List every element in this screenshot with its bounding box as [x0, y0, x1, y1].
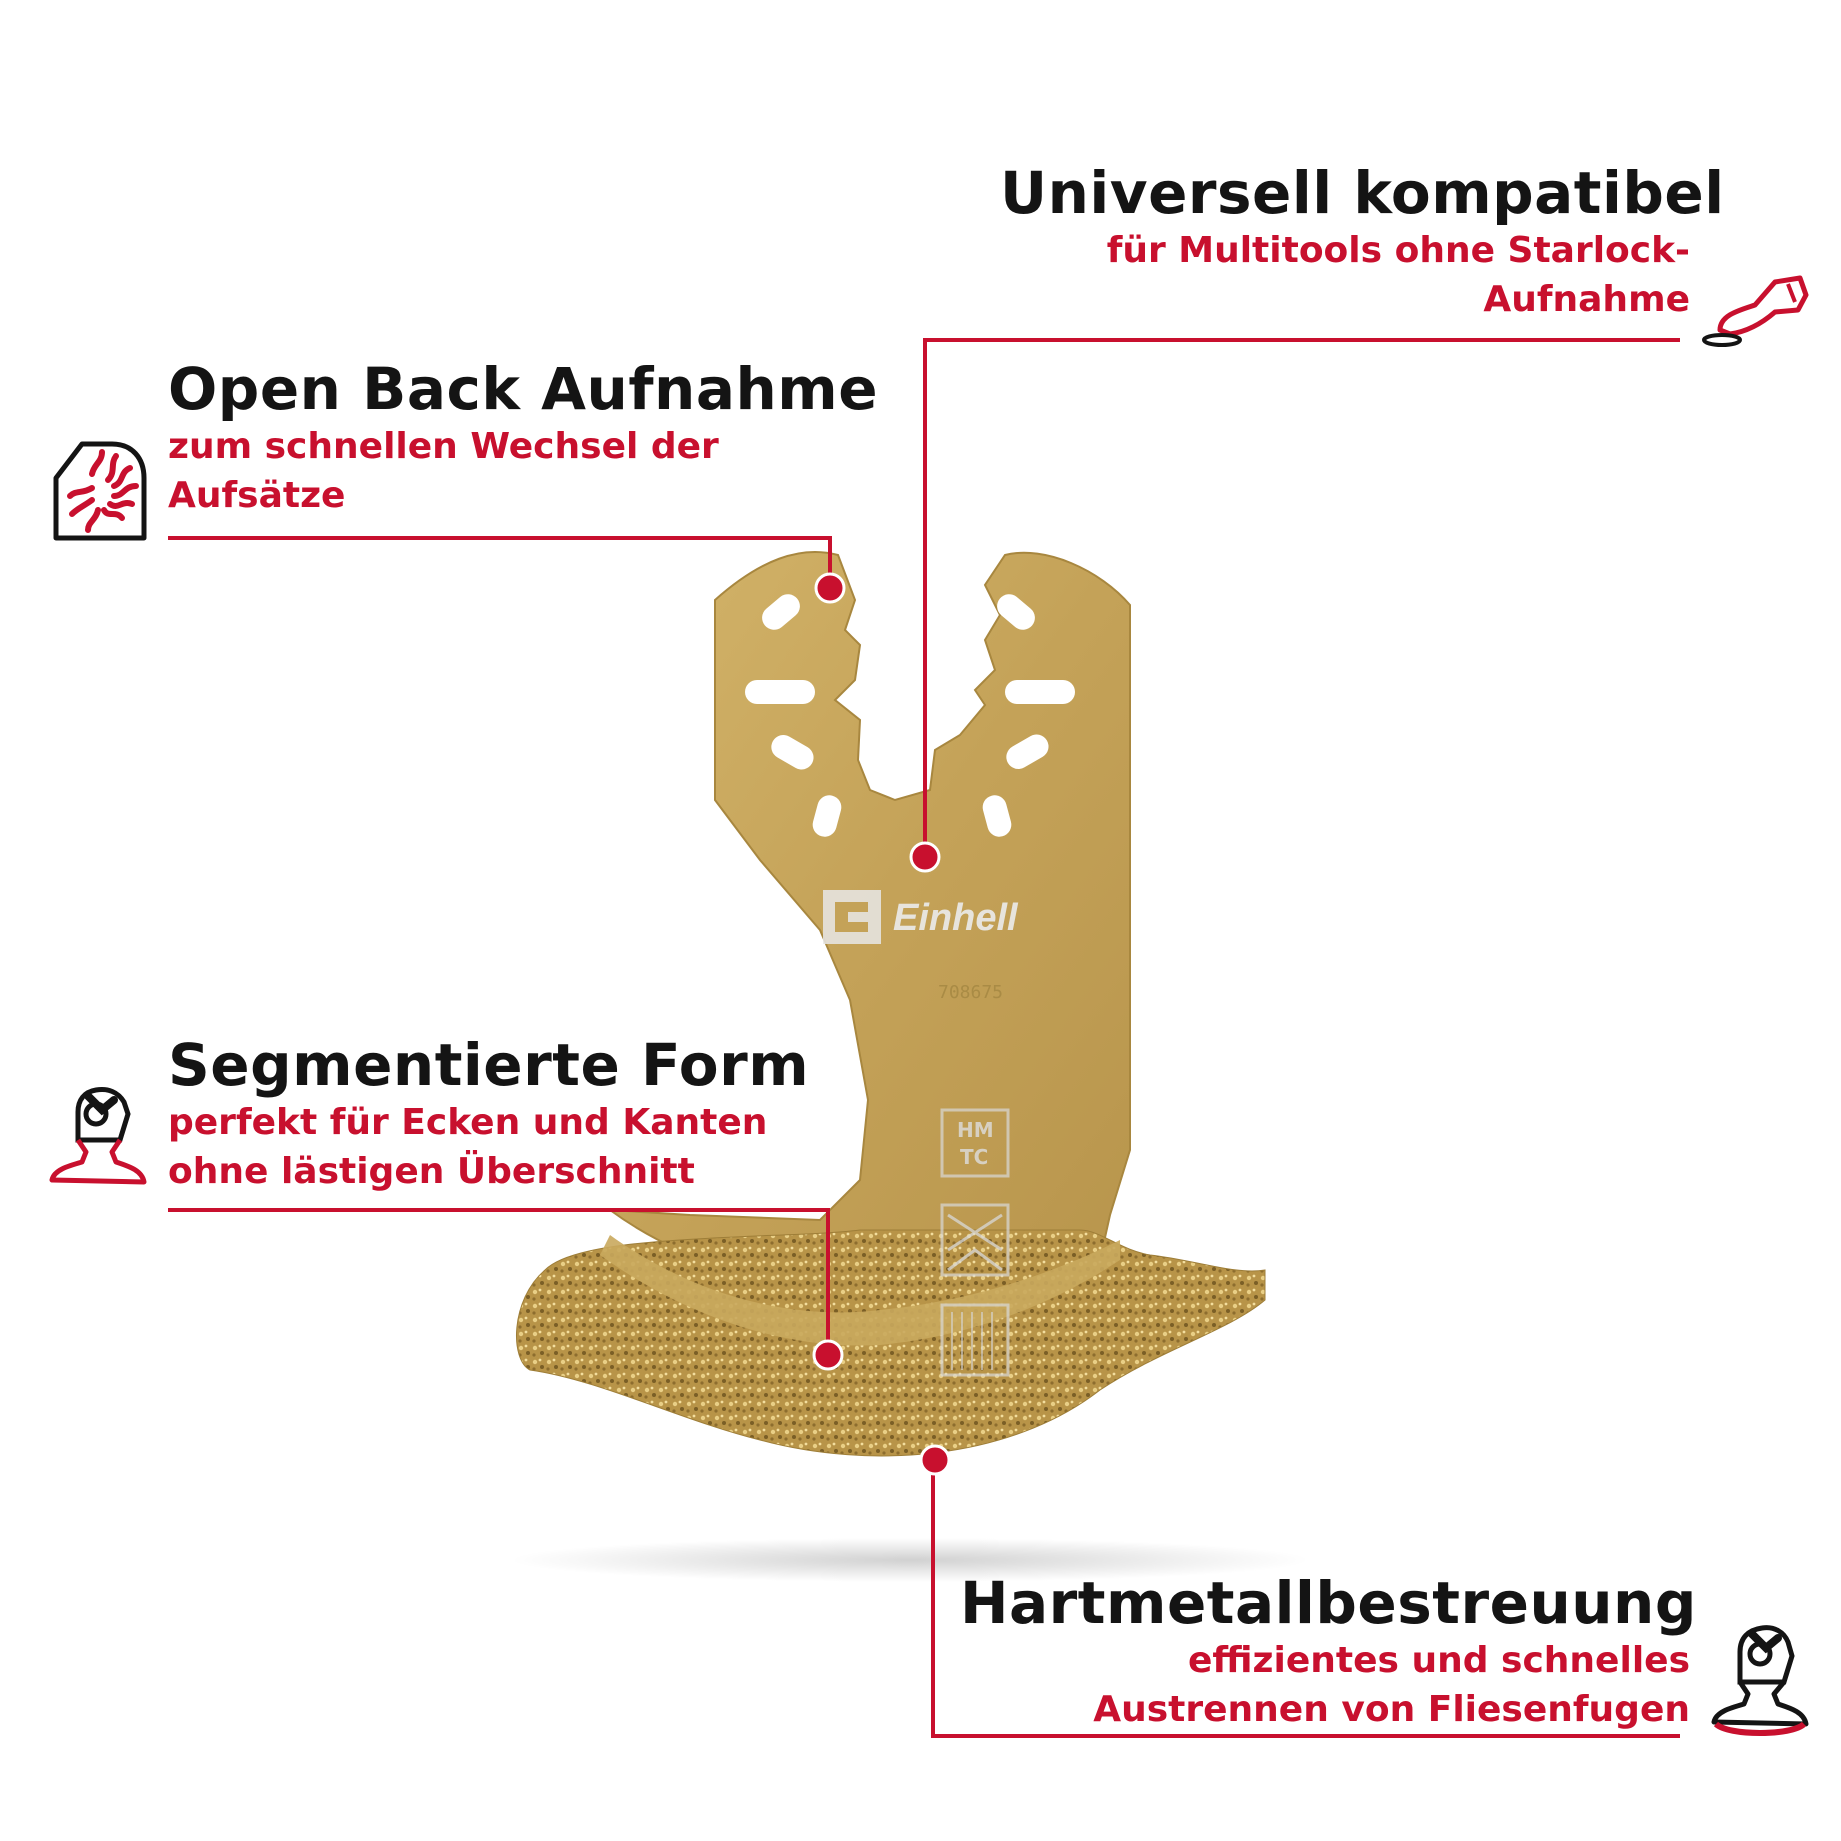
callout-dot-compatible	[909, 841, 941, 873]
feature-subtitle: zum schnellen Wechsel der Aufsätze	[168, 426, 719, 516]
callout-dots	[812, 572, 951, 1476]
callout-dot-segmented	[812, 1339, 844, 1371]
callout-line-open-back	[168, 536, 832, 585]
multitool-icon	[1702, 275, 1809, 347]
callout-line-segmented	[168, 1208, 830, 1355]
feature-title: Open Back Aufnahme	[168, 355, 879, 423]
carbide-blade-icon	[1711, 1625, 1809, 1736]
blade-mark-tc: TC	[960, 1145, 989, 1169]
feature-subtitle: für Multitools ohne Starlock- Aufnahme	[1106, 230, 1690, 320]
callout-line-carbide	[931, 1460, 1680, 1738]
callout-dot-carbide	[919, 1444, 951, 1476]
feature-subtitle: effizientes und schnelles Austrennen von…	[1093, 1640, 1690, 1730]
blade-part-number: 708675	[938, 982, 1004, 1003]
blade-shadow	[510, 1538, 1310, 1582]
feature-title: Universell kompatibel	[1000, 159, 1725, 227]
segmented-blade-icon	[49, 1087, 147, 1185]
callout-dot-open-back	[814, 572, 846, 604]
feature-open-back: Open Back Aufnahme zum schnellen Wechsel…	[168, 355, 879, 520]
feature-title: Segmentierte Form	[168, 1031, 810, 1099]
feature-carbide: Hartmetallbestreuung effizientes und sch…	[960, 1569, 1697, 1734]
feature-title: Hartmetallbestreuung	[960, 1569, 1697, 1637]
callout-line-compatible	[923, 338, 1680, 855]
callout-lines	[168, 338, 1680, 1738]
feature-subtitle: perfekt für Ecken und Kanten ohne lästig…	[168, 1102, 768, 1192]
blade-mark-hm: HM	[957, 1118, 994, 1142]
blade-brand: Einhell	[893, 897, 1018, 939]
feature-compatible: Universell kompatibel für Multitools ohn…	[1000, 159, 1725, 324]
blade-shape	[516, 551, 1266, 1457]
open-back-mount-icon	[53, 441, 147, 541]
feature-segmented: Segmentierte Form perfekt für Ecken und …	[168, 1032, 888, 1196]
